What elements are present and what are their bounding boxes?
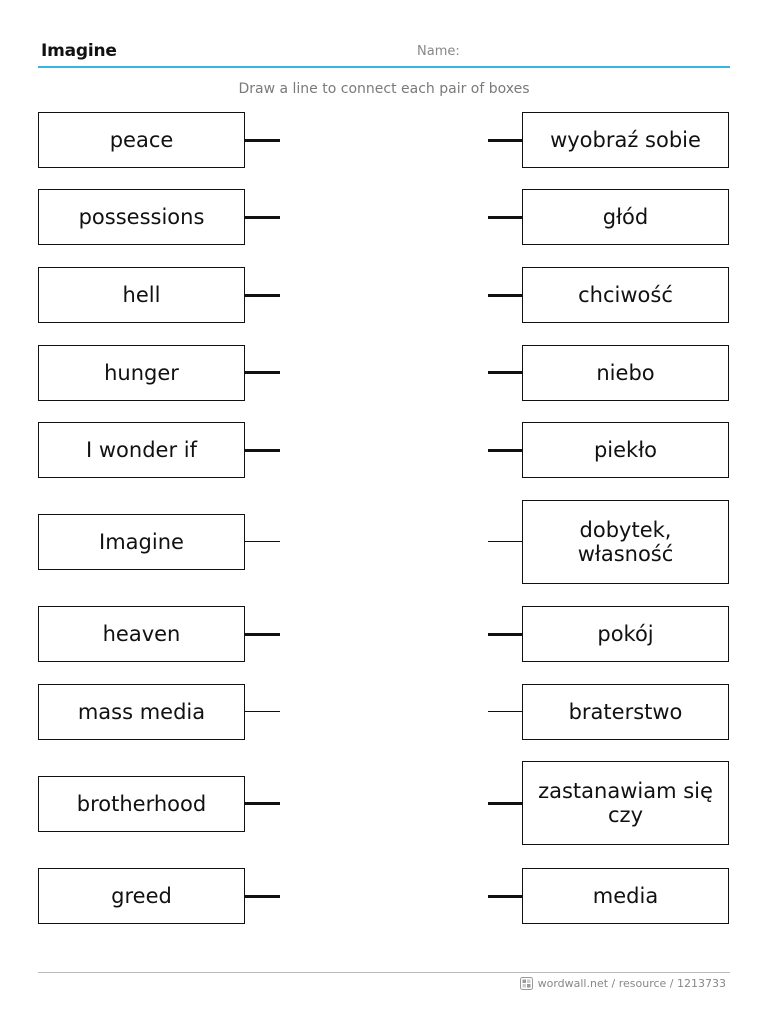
left-box-peace[interactable]: peace (38, 112, 245, 168)
left-box-possessions[interactable]: possessions (38, 189, 245, 245)
right-box-zastanawiam-sie-czy[interactable]: zastanawiam się czy (522, 761, 729, 845)
left-box-hunger[interactable]: hunger (38, 345, 245, 401)
right-box-label: głód (602, 205, 649, 229)
right-connector-stub[interactable] (488, 449, 522, 452)
left-box-imagine[interactable]: Imagine (38, 514, 245, 570)
left-box-label: hunger (104, 361, 179, 385)
right-box-glod[interactable]: głód (522, 189, 729, 245)
right-box-label: media (592, 884, 659, 908)
left-connector-stub[interactable] (245, 895, 280, 898)
left-box-mass-media[interactable]: mass media (38, 684, 245, 740)
right-box-label: dobytek, własność (577, 518, 674, 566)
right-box-niebo[interactable]: niebo (522, 345, 729, 401)
right-connector-stub[interactable] (488, 371, 522, 374)
left-connector-stub[interactable] (245, 216, 280, 219)
left-box-heaven[interactable]: heaven (38, 606, 245, 662)
right-box-braterstwo[interactable]: braterstwo (522, 684, 729, 740)
left-box-label: hell (122, 283, 161, 307)
left-box-label: peace (109, 128, 174, 152)
left-connector-stub[interactable] (245, 449, 280, 452)
right-connector-stub[interactable] (488, 802, 522, 805)
instructions: Draw a line to connect each pair of boxe… (238, 81, 530, 97)
right-box-label: chciwość (578, 283, 673, 307)
right-box-pieklo[interactable]: piekło (522, 422, 729, 478)
left-box-brotherhood[interactable]: brotherhood (38, 776, 245, 832)
right-connector-stub[interactable] (488, 895, 522, 898)
right-box-label: pokój (597, 622, 654, 646)
right-box-label: zastanawiam się czy (538, 779, 713, 827)
right-box-label: piekło (593, 438, 658, 462)
left-connector-stub[interactable] (245, 139, 280, 142)
wordwall-logo-icon (519, 977, 533, 990)
left-box-label: greed (111, 884, 172, 908)
left-box-label: I wonder if (86, 438, 197, 462)
left-connector-stub[interactable] (245, 371, 280, 374)
footer-rule (38, 972, 730, 973)
left-box-hell[interactable]: hell (38, 267, 245, 323)
left-connector-stub[interactable] (245, 802, 280, 805)
right-box-chciwosc[interactable]: chciwość (522, 267, 729, 323)
right-connector-stub[interactable] (488, 139, 522, 142)
right-box-pokoj[interactable]: pokój (522, 606, 729, 662)
right-box-label: wyobraź sobie (550, 128, 701, 152)
right-connector-stub[interactable] (488, 294, 522, 297)
left-connector-stub[interactable] (245, 294, 280, 297)
right-box-dobytek-wlasnosc[interactable]: dobytek, własność (522, 500, 729, 584)
right-connector-stub[interactable] (488, 216, 522, 219)
footer: wordwall.net / resource / 1213733 (519, 977, 726, 990)
left-box-label: heaven (102, 622, 181, 646)
left-connector-stub[interactable] (245, 541, 280, 543)
right-box-wyobraz-sobie[interactable]: wyobraź sobie (522, 112, 729, 168)
left-box-greed[interactable]: greed (38, 868, 245, 924)
right-box-label: niebo (596, 361, 655, 385)
left-box-label: mass media (77, 700, 206, 724)
footer-resource-link[interactable]: wordwall.net / resource / 1213733 (537, 977, 726, 990)
right-connector-stub[interactable] (488, 711, 522, 713)
left-box-label: possessions (78, 205, 205, 229)
left-box-label: Imagine (99, 530, 184, 554)
left-connector-stub[interactable] (245, 711, 280, 713)
name-label: Name: (417, 44, 460, 59)
worksheet-title: Imagine (41, 41, 117, 61)
header-rule (38, 66, 730, 68)
right-box-media[interactable]: media (522, 868, 729, 924)
right-connector-stub[interactable] (488, 541, 522, 543)
left-connector-stub[interactable] (245, 633, 280, 636)
right-connector-stub[interactable] (488, 633, 522, 636)
right-box-label: braterstwo (568, 700, 683, 724)
left-box-i-wonder-if[interactable]: I wonder if (38, 422, 245, 478)
left-box-label: brotherhood (76, 792, 207, 816)
